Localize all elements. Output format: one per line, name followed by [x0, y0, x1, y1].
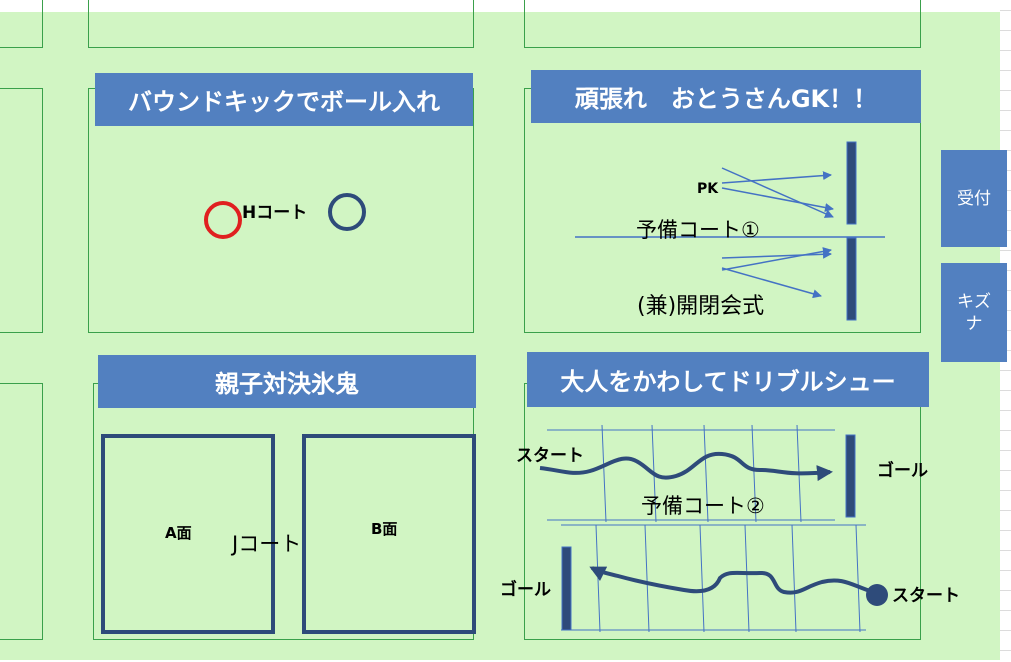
court-top-middle [88, 0, 474, 48]
gridline [1000, 390, 1011, 391]
b-side-square [302, 434, 476, 634]
opening-closing-label: (兼)開閉会式 [637, 294, 765, 319]
start-label-top: スタート [516, 446, 584, 466]
a-side-square [101, 434, 275, 634]
gridline [1000, 450, 1011, 451]
gridline [1000, 550, 1011, 551]
dribble-path-top [539, 451, 833, 482]
court-top-left-partial [0, 0, 43, 48]
start-label-bottom: スタート [892, 586, 960, 606]
gridline [1000, 530, 1011, 531]
pk-arrow [721, 249, 832, 259]
goal-bar-dribble-bottom [561, 546, 572, 631]
goal-bar-dribble-top [845, 434, 856, 518]
lane-line [751, 424, 757, 523]
lane-line [601, 424, 607, 523]
lane-line [703, 424, 709, 523]
gridline [1000, 510, 1011, 511]
banner-tag-game: 親子対決氷鬼 [98, 355, 476, 408]
red-circle-marker [204, 201, 242, 239]
pk-arrow [721, 167, 834, 218]
gridline [1000, 50, 1011, 51]
gridline [1000, 610, 1011, 611]
court-left-middle-partial [0, 88, 43, 333]
pk-label: PK [697, 181, 719, 197]
goal-label-top: ゴール [877, 461, 928, 481]
goal-bar-upper [846, 141, 857, 225]
gridline [1000, 250, 1011, 251]
gridline [1000, 30, 1011, 31]
gridline [1000, 90, 1011, 91]
lane-line [744, 524, 750, 633]
gridline [1000, 410, 1011, 411]
gridline [1000, 10, 1011, 11]
kizuna-box: キズ ナ [941, 263, 1007, 362]
banner-dribble: 大人をかわしてドリブルシュー [527, 352, 929, 407]
start-dot [866, 584, 888, 606]
banner-bounce-kick: バウンドキックでボール入れ [95, 73, 473, 126]
a-side-label: A面 [165, 524, 192, 542]
gridline [1000, 570, 1011, 571]
dribble-path-bottom [589, 566, 871, 595]
court-top-right [524, 0, 921, 48]
reserve-court-2-label: 予備コート② [641, 494, 765, 518]
gridline [1000, 130, 1011, 131]
gridline [1000, 370, 1011, 371]
gridline [1000, 490, 1011, 491]
j-court-label: Jコート [232, 532, 302, 556]
gridline [1000, 590, 1011, 591]
pk-arrow [721, 267, 822, 299]
gridline [1000, 110, 1011, 111]
reserve-court-1-label: 予備コート① [636, 218, 760, 242]
lane-line [644, 524, 650, 633]
gridline [1000, 430, 1011, 431]
lane-line [855, 524, 861, 633]
banner-goalkeeper: 頑張れ おとうさんGK！！ [531, 70, 921, 123]
pk-arrow [721, 187, 834, 212]
lane-line [699, 524, 705, 633]
h-court-label: Hコート [242, 203, 308, 223]
pk-arrow [721, 247, 832, 271]
gridline [1000, 630, 1011, 631]
goal-label-bottom: ゴール [500, 580, 551, 600]
kizuna-label-line1: キズ [957, 291, 991, 312]
lane-line [791, 524, 797, 633]
b-side-label: B面 [371, 520, 398, 538]
court-left-bottom-partial [0, 383, 43, 640]
goal-bar-lower [846, 237, 857, 321]
gridline [1000, 70, 1011, 71]
reception-box: 受付 [941, 150, 1007, 247]
lane-line [595, 524, 601, 633]
pk-arrow [721, 171, 832, 184]
gridline [1000, 650, 1011, 651]
gridline [1000, 470, 1011, 471]
kizuna-label-line2: ナ [965, 313, 983, 334]
navy-circle-marker [328, 193, 366, 231]
reception-label: 受付 [957, 188, 991, 209]
